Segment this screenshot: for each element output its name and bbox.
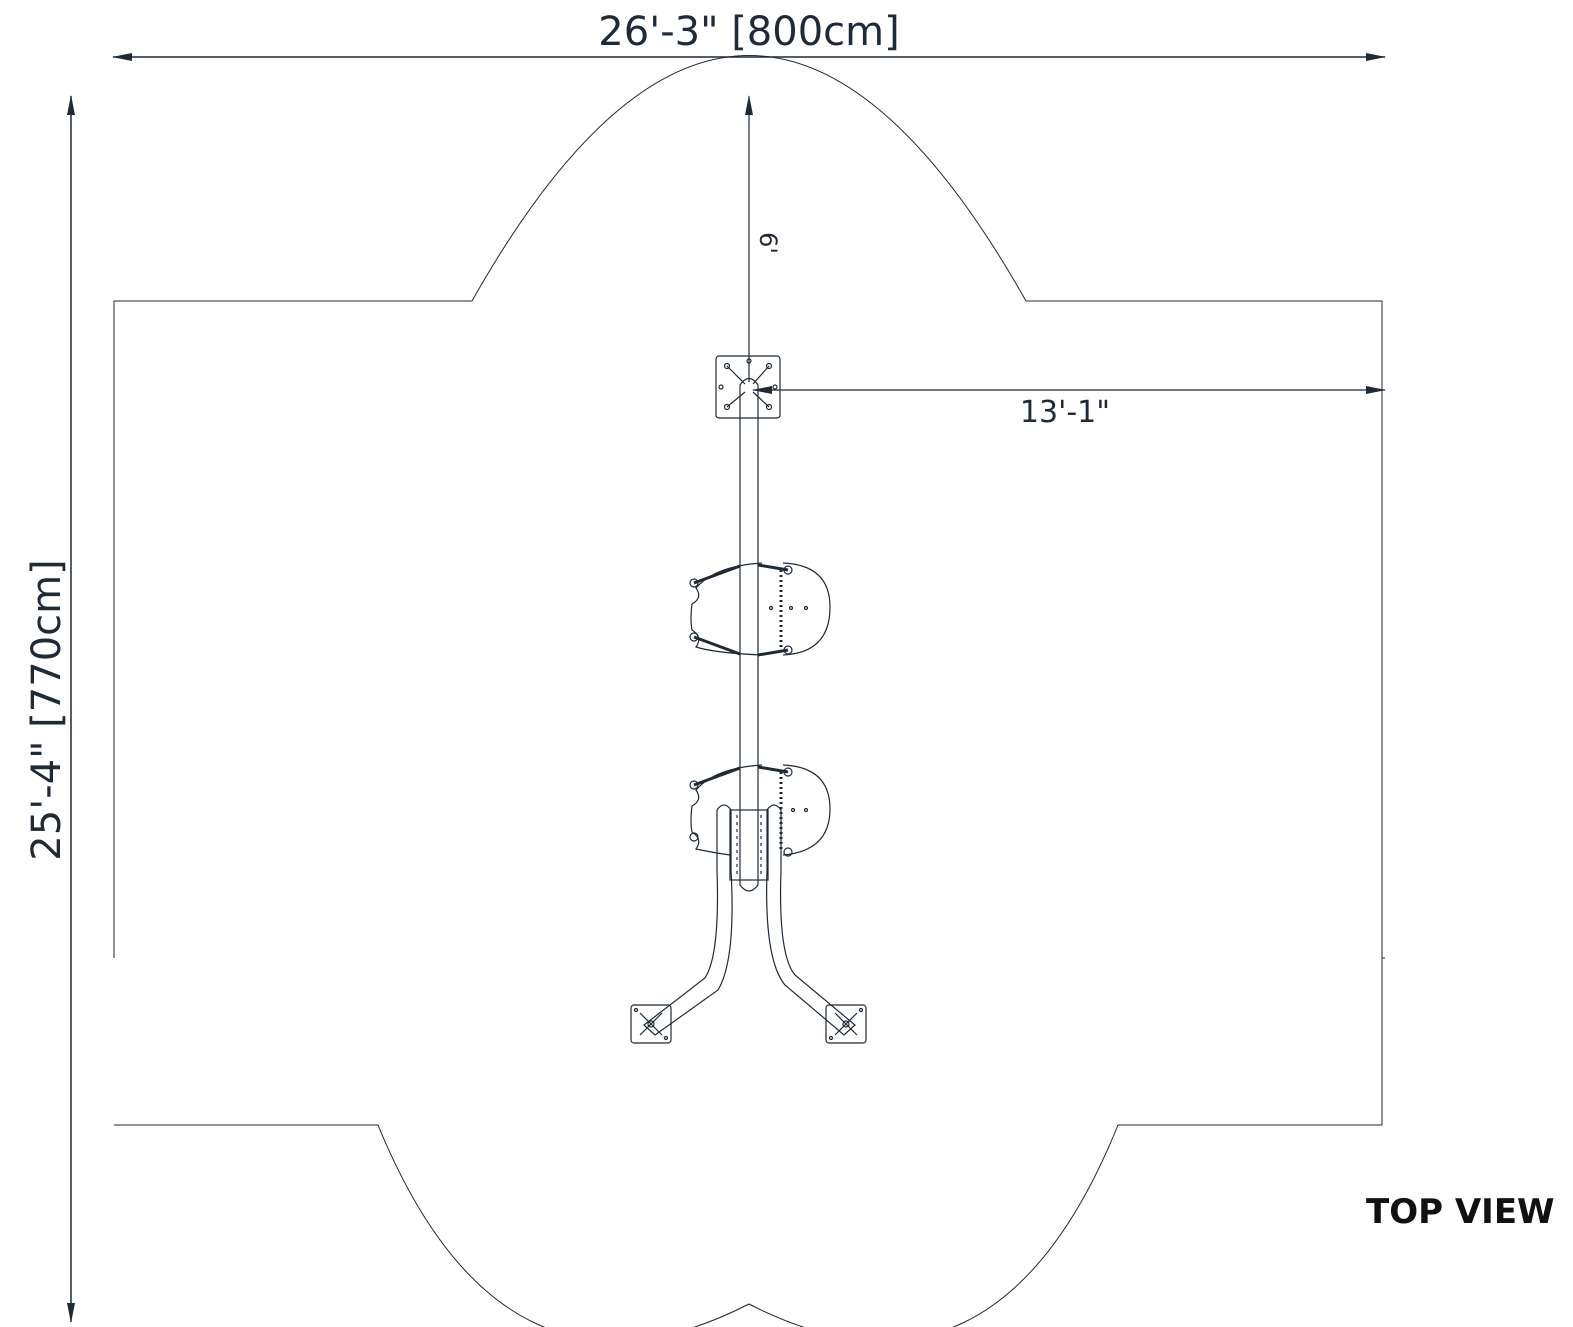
height-dimension: 25'-4" [770cm] (24, 95, 75, 1323)
height-dimension-label: 25'-4" [770cm] (24, 559, 70, 860)
left-foot-plate (630, 1004, 672, 1044)
upper-seat (689, 562, 831, 657)
top-base-plate (715, 355, 781, 419)
center-mount-plate (729, 809, 769, 881)
right-foot-plate (825, 1004, 867, 1044)
left-leg (643, 804, 733, 1036)
right-leg (766, 804, 856, 1036)
offset-dimension-label: 13'-1" (1020, 395, 1110, 430)
view-title: TOP VIEW (1366, 1192, 1555, 1232)
top-dimension: 6' (745, 95, 782, 382)
top-dimension-label: 6' (754, 232, 782, 254)
equipment-top-view (630, 355, 867, 1044)
main-beam (739, 377, 759, 892)
use-zone-outline (113, 55, 1385, 1327)
offset-dimension: 13'-1" (752, 386, 1386, 430)
width-dimension-label: 26'-3" [800cm] (598, 9, 899, 55)
width-dimension: 26'-3" [800cm] (112, 9, 1386, 61)
